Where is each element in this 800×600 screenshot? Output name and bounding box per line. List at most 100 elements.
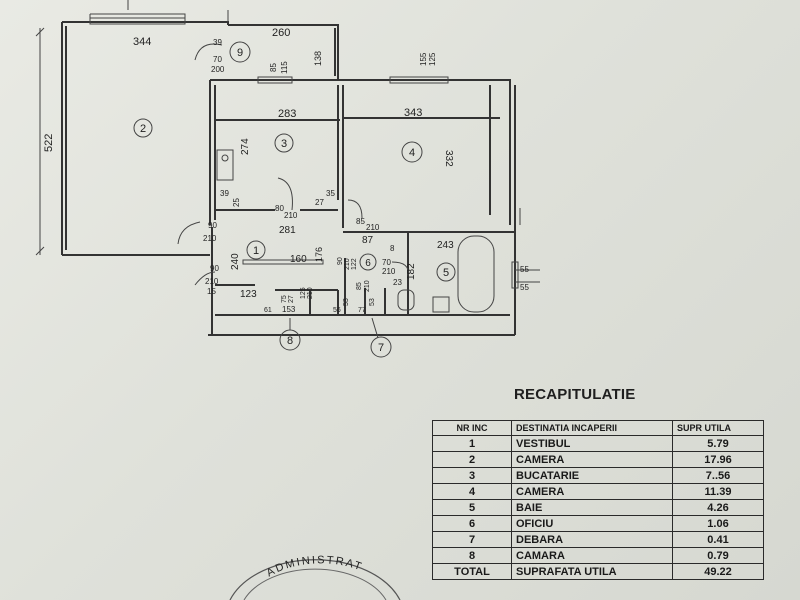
row-nr: 7 [432,531,512,548]
plan-dimensions: 344 260 39 138 70 200 85 115 155 125 283… [43,27,529,314]
row-area: 1.06 [672,515,764,532]
dim-text: 122 [351,258,358,270]
dim-text: 35 [326,189,335,198]
dim-text: 90 [208,221,217,230]
plan-fixtures [216,149,495,313]
row-destination: BUCATARIE [511,467,673,484]
row-nr: 8 [432,547,512,564]
dim-text: 90 [337,257,344,265]
dim-text: 77 [358,307,366,314]
table-row: 1 VESTIBUL 5.79 [432,435,764,452]
dim-text: 332 [443,150,454,167]
plan-walls [35,0,540,336]
room-number: 1 [253,245,259,257]
dim-text: 8 [390,244,395,253]
dim-text: 153 [282,305,296,314]
recap-table: NR INC DESTINATIA INCAPERII SUPR UTILA 1… [432,420,764,580]
dim-text: 85 [269,63,278,72]
plan-doors [177,43,409,286]
row-area: 0.79 [672,547,764,564]
room-markers: 2 3 4 9 1 6 5 8 7 [133,41,456,358]
administration-stamp: ADMINISTRAT [229,554,401,600]
room-number: 9 [237,47,243,59]
dim-text: 155 [419,52,428,66]
row-destination: CAMERA [511,451,673,468]
dim-text: 210 [366,223,380,232]
dim-text: 240 [230,253,241,270]
room-number: 6 [365,258,371,269]
row-area: 11.39 [672,483,764,500]
dim-text: 55 [520,283,529,292]
dim-text: 210 [307,287,314,299]
dim-text: 23 [393,278,402,287]
dim-text: 27 [315,198,324,207]
dim-text: 70 [213,55,222,64]
dim-text: 123 [240,289,257,300]
dim-text: 138 [313,51,323,66]
row-destination: CAMARA [511,547,673,564]
dim-text: 27 [288,295,295,303]
total-row: TOTAL SUPRAFATA UTILA 49.22 [432,563,764,580]
dim-text: 274 [240,138,251,155]
recap-title: RECAPITULATIE [514,386,636,403]
stamp-text: ADMINISTRAT [265,554,363,579]
dim-text: 125 [428,52,437,66]
dim-text: 182 [406,263,417,280]
dim-text: 90 [210,264,219,273]
dim-text: 53 [343,298,350,306]
dim-text: 80 [275,204,284,213]
row-destination: BAIE [511,499,673,516]
row-nr: 3 [432,467,512,484]
room-number: 3 [281,138,287,150]
total-area: 49.22 [672,563,764,580]
row-destination: OFICIU [511,515,673,532]
total-label: TOTAL [432,563,512,580]
table-row: 3 BUCATARIE 7..56 [432,467,764,484]
row-area: 0.41 [672,531,764,548]
dim-text: 283 [278,108,296,120]
table-row: 5 BAIE 4.26 [432,499,764,516]
dim-text: 344 [133,36,151,48]
row-nr: 2 [432,451,512,468]
room-number: 8 [287,335,293,347]
row-area: 7..56 [672,467,764,484]
dim-text: 210 [205,277,219,286]
header-area: SUPR UTILA [672,420,764,436]
row-destination: DEBARA [511,531,673,548]
dim-text: 210 [203,234,217,243]
dim-text: 15 [207,287,216,296]
room-number: 4 [409,147,415,159]
dim-text: 25 [232,198,241,207]
dim-text: 115 [280,61,289,74]
dim-text: 343 [404,107,422,119]
total-destination: SUPRAFATA UTILA [511,563,673,580]
row-area: 5.79 [672,435,764,452]
dim-text: 39 [220,189,229,198]
dim-text: 39 [213,38,222,47]
row-area: 17.96 [672,451,764,468]
room-number: 2 [140,123,146,135]
dim-text: 210 [284,211,298,220]
dim-text: 281 [279,225,296,236]
room-number: 7 [378,342,384,354]
dim-text: 85 [356,217,365,226]
dim-text: 176 [314,247,324,262]
row-nr: 1 [432,435,512,452]
dim-text: 210 [382,267,396,276]
plan-windows [89,17,519,289]
room-number: 5 [443,267,449,279]
table-row: 4 CAMERA 11.39 [432,483,764,500]
dim-text: 160 [290,254,307,265]
dim-text: 260 [272,27,290,39]
dim-text: 75 [281,295,288,303]
row-destination: CAMERA [511,483,673,500]
table-row: 8 CAMARA 0.79 [432,547,764,564]
dim-text: 53 [369,298,376,306]
dim-text: 70 [382,258,391,267]
dim-text: 85 [356,282,363,290]
dim-text: 56 [333,307,341,314]
row-destination: VESTIBUL [511,435,673,452]
dim-text: 125 [300,287,307,299]
svg-text:ADMINISTRAT: ADMINISTRAT [265,554,365,579]
